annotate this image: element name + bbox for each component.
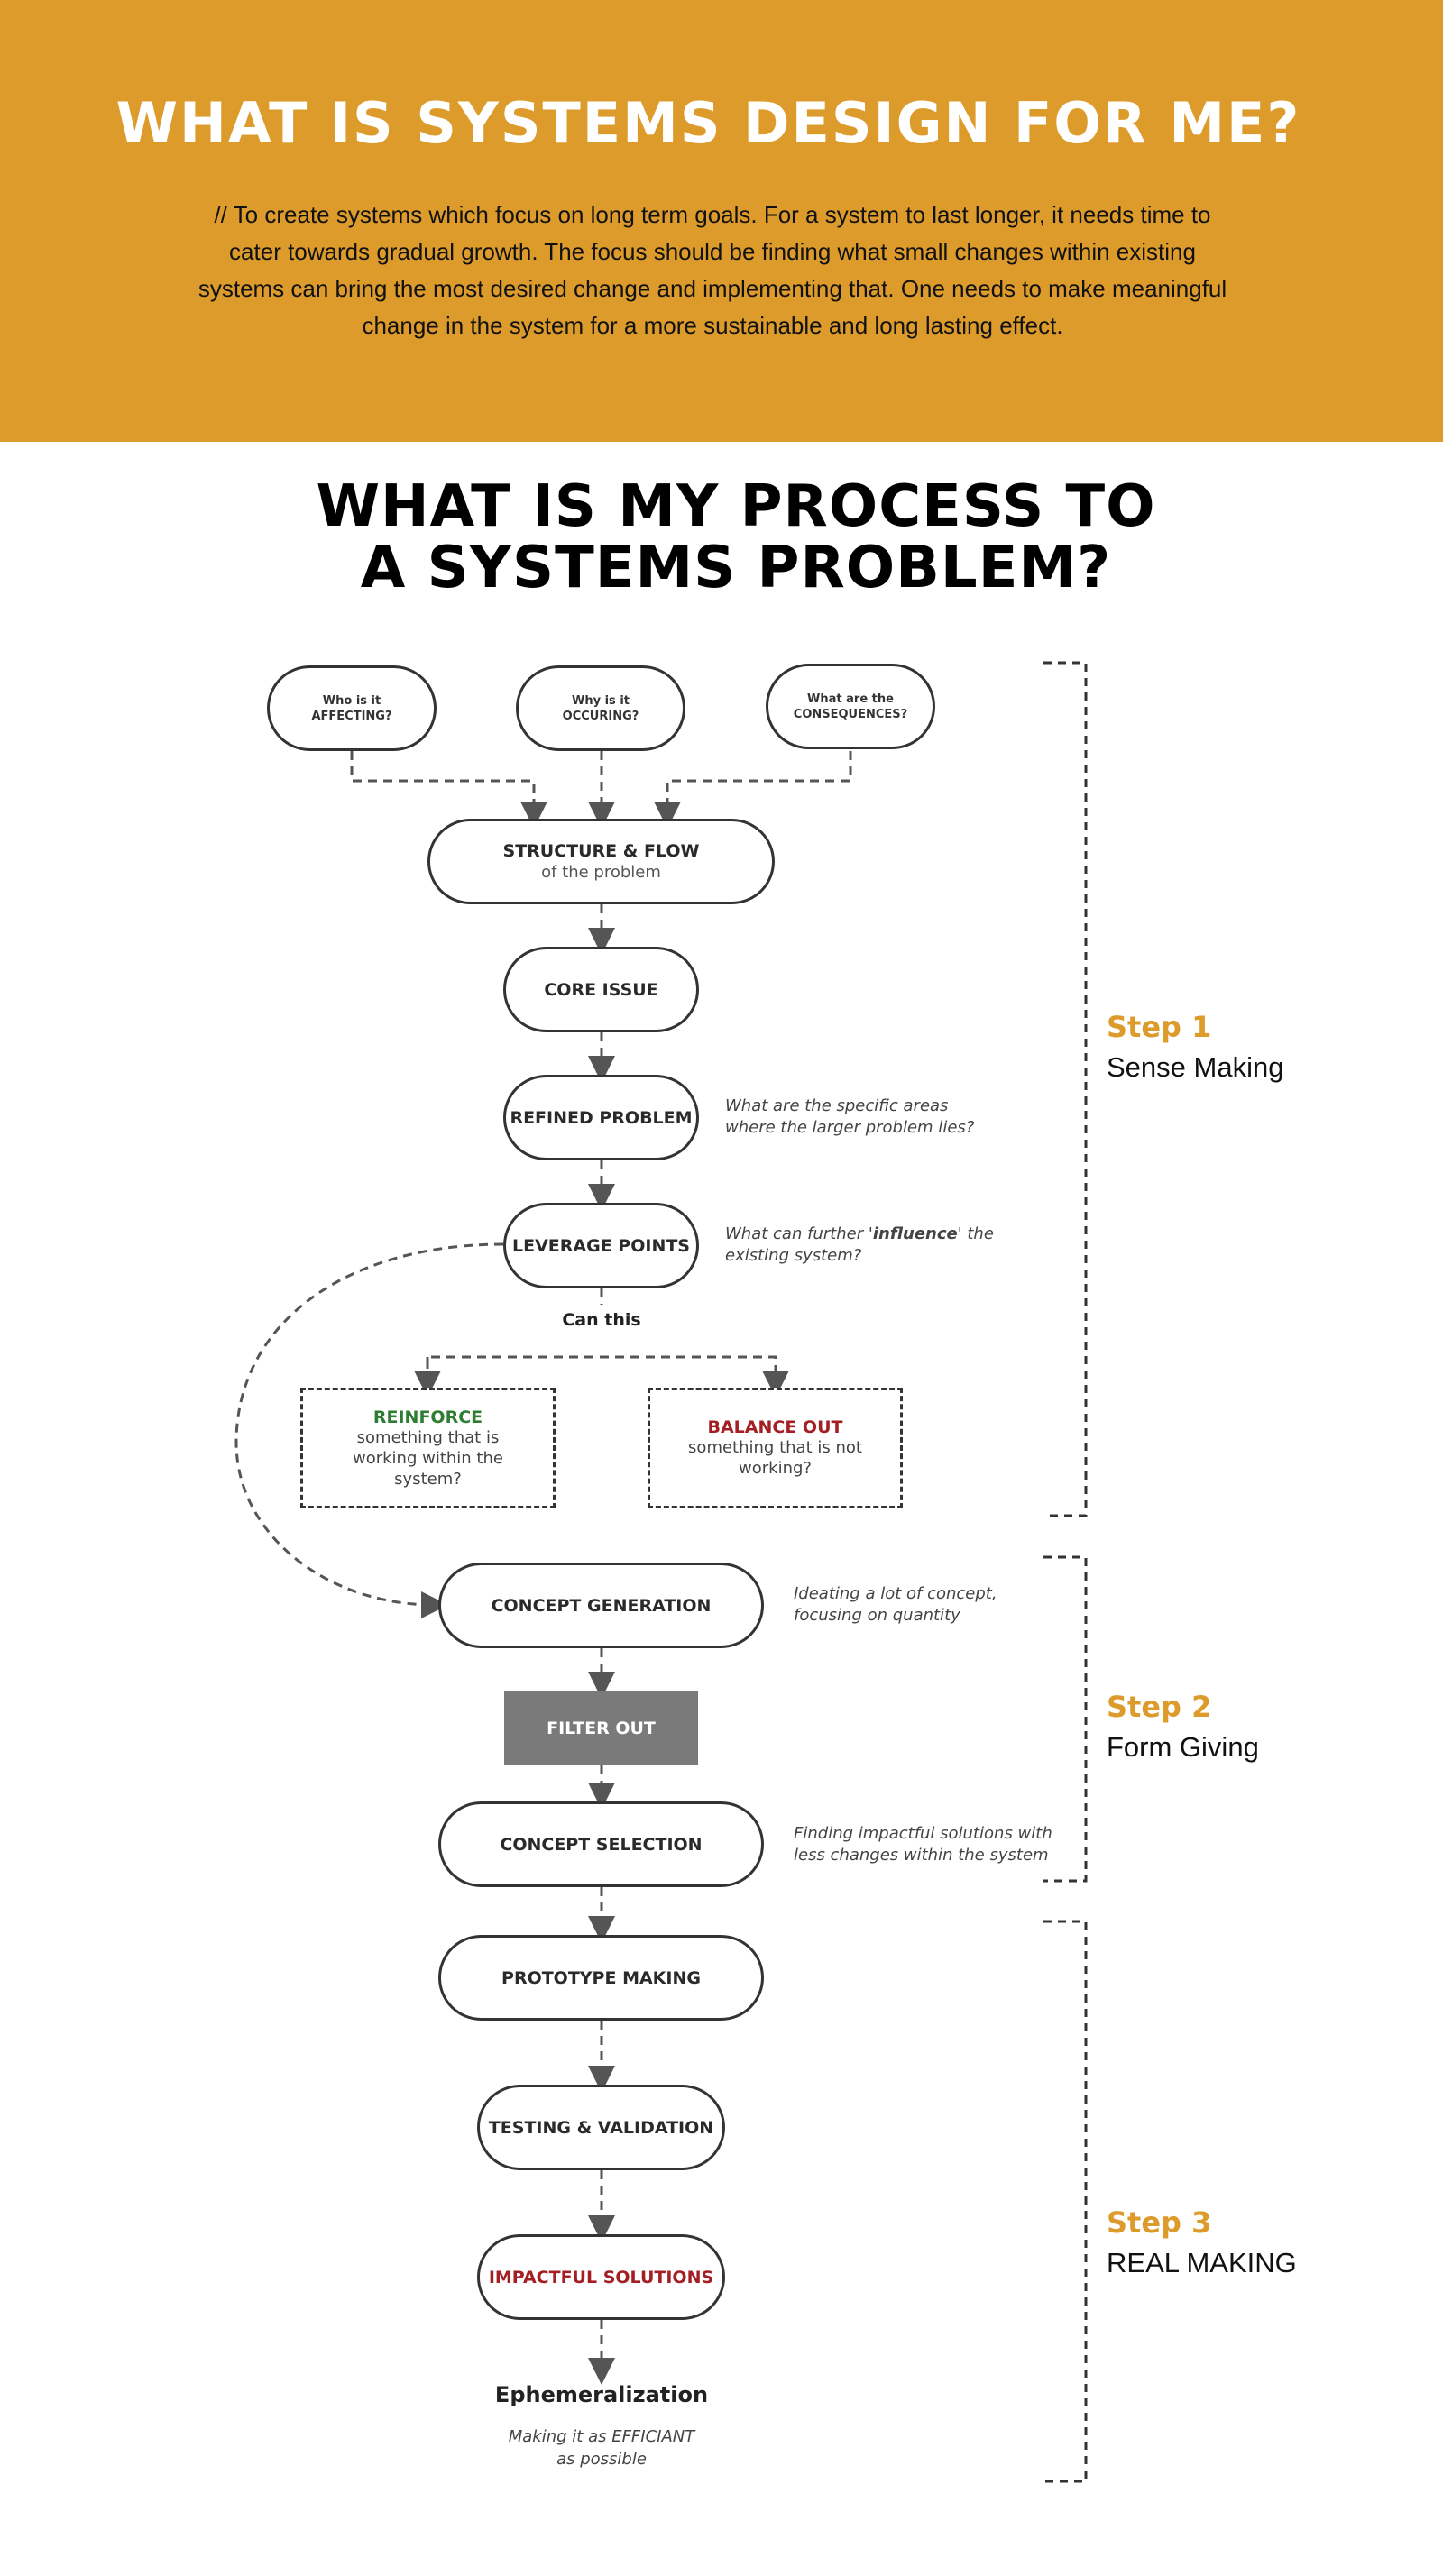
note-concept-selection-line2: less changes within the system bbox=[794, 1846, 1049, 1865]
step3-number: Step 3 bbox=[1107, 2205, 1212, 2240]
arrow-q3-structure bbox=[654, 751, 852, 829]
node-refined-problem: REFINED PROBLEM bbox=[503, 1075, 699, 1160]
node-filter-out: FILTER OUT bbox=[504, 1691, 698, 1765]
note-concept-generation-line2: focusing on quantity bbox=[794, 1606, 960, 1625]
arrow-q1-structure bbox=[350, 751, 547, 829]
curve-leverage-concept bbox=[234, 1242, 504, 1618]
ephemeralization-sub-line2: as possible bbox=[556, 2450, 647, 2469]
header-banner: WHAT IS SYSTEMS DESIGN FOR ME? // To cre… bbox=[0, 0, 1443, 442]
node-structure-flow-label: STRUCTURE & FLOW bbox=[502, 841, 700, 861]
arrow-branch bbox=[426, 1355, 789, 1398]
ephemeralization-sub-line1: Making it as EFFICIANT bbox=[508, 2427, 695, 2446]
node-leverage-points-label: LEVERAGE POINTS bbox=[512, 1235, 690, 1256]
node-core-issue-label: CORE ISSUE bbox=[544, 979, 658, 1000]
note-leverage: What can further 'influence' the existin… bbox=[725, 1224, 994, 1267]
box-balance-out-body: something that is not working? bbox=[688, 1438, 862, 1478]
node-prototype-making: PROTOTYPE MAKING bbox=[438, 1935, 764, 2021]
note-leverage-em: influence bbox=[872, 1224, 958, 1243]
step3-name: REAL MAKING bbox=[1107, 2247, 1297, 2278]
box-balance-out: BALANCE OUT something that is not workin… bbox=[648, 1388, 903, 1508]
node-structure-flow-sub: of the problem bbox=[541, 863, 661, 882]
node-testing-validation: TESTING & VALIDATION bbox=[477, 2085, 725, 2170]
process-title: WHAT IS MY PROCESS TO A SYSTEMS PROBLEM? bbox=[0, 476, 1443, 599]
step2-number: Step 2 bbox=[1107, 1690, 1212, 1724]
note-concept-selection: Finding impactful solutions with less ch… bbox=[794, 1823, 1052, 1866]
note-concept-generation: Ideating a lot of concept, focusing on q… bbox=[794, 1583, 997, 1627]
question-occuring-line2: OCCURING? bbox=[562, 709, 639, 723]
box-balance-out-title: BALANCE OUT bbox=[707, 1417, 843, 1437]
box-reinforce-body: something that is working within the sys… bbox=[353, 1427, 503, 1489]
note-refined: What are the specific areas where the la… bbox=[725, 1095, 974, 1139]
node-core-issue: CORE ISSUE bbox=[503, 947, 699, 1032]
note-refined-line2: where the larger problem lies? bbox=[725, 1118, 975, 1137]
node-concept-selection: CONCEPT SELECTION bbox=[438, 1801, 764, 1887]
note-leverage-pre: What can further ' bbox=[725, 1224, 873, 1243]
bracket-step1 bbox=[1043, 661, 1088, 1517]
question-consequences-line2: CONSEQUENCES? bbox=[793, 707, 908, 721]
step1-number: Step 1 bbox=[1107, 1010, 1212, 1044]
header-title: WHAT IS SYSTEMS DESIGN FOR ME? bbox=[115, 90, 1301, 156]
process-title-line1: WHAT IS MY PROCESS TO bbox=[316, 473, 1156, 540]
node-concept-generation-label: CONCEPT GENERATION bbox=[491, 1595, 712, 1616]
question-consequences: What are the CONSEQUENCES? bbox=[766, 664, 935, 749]
ephemeralization-sub: Making it as EFFICIANT as possible bbox=[451, 2425, 752, 2471]
box-reinforce: REINFORCE something that is working with… bbox=[300, 1388, 556, 1508]
note-leverage-line2: existing system? bbox=[725, 1246, 862, 1265]
question-affecting-line2: AFFECTING? bbox=[311, 709, 392, 723]
node-prototype-making-label: PROTOTYPE MAKING bbox=[501, 1967, 701, 1988]
node-testing-validation-label: TESTING & VALIDATION bbox=[488, 2117, 714, 2138]
question-occuring-line1: Why is it bbox=[572, 693, 630, 708]
node-concept-selection-label: CONCEPT SELECTION bbox=[500, 1834, 703, 1855]
question-affecting-line1: Who is it bbox=[322, 693, 381, 708]
note-concept-generation-line1: Ideating a lot of concept, bbox=[794, 1584, 997, 1603]
step1-name: Sense Making bbox=[1107, 1051, 1284, 1083]
note-refined-line1: What are the specific areas bbox=[725, 1096, 949, 1115]
bracket-step3 bbox=[1043, 1920, 1088, 2483]
node-refined-problem-label: REFINED PROBLEM bbox=[510, 1107, 693, 1128]
note-leverage-post: ' the bbox=[957, 1224, 994, 1243]
can-this-label: Can this bbox=[562, 1310, 641, 1330]
node-leverage-points: LEVERAGE POINTS bbox=[503, 1203, 699, 1288]
bracket-step2 bbox=[1043, 1555, 1088, 1883]
question-consequences-line1: What are the bbox=[807, 692, 894, 706]
node-concept-generation: CONCEPT GENERATION bbox=[438, 1563, 764, 1648]
question-affecting: Who is it AFFECTING? bbox=[267, 665, 437, 751]
node-impactful-solutions-label: IMPACTFUL SOLUTIONS bbox=[488, 2267, 714, 2287]
question-occuring: Why is it OCCURING? bbox=[516, 665, 685, 751]
node-structure-flow: STRUCTURE & FLOW of the problem bbox=[427, 819, 775, 904]
step2-name: Form Giving bbox=[1107, 1731, 1259, 1763]
box-reinforce-title: REINFORCE bbox=[372, 1407, 483, 1427]
node-impactful-solutions: IMPACTFUL SOLUTIONS bbox=[477, 2234, 725, 2320]
note-concept-selection-line1: Finding impactful solutions with bbox=[794, 1824, 1052, 1843]
ephemeralization-title: Ephemeralization bbox=[494, 2382, 709, 2407]
header-body: // To create systems which focus on long… bbox=[198, 201, 1227, 339]
process-title-line2: A SYSTEMS PROBLEM? bbox=[360, 535, 1112, 601]
